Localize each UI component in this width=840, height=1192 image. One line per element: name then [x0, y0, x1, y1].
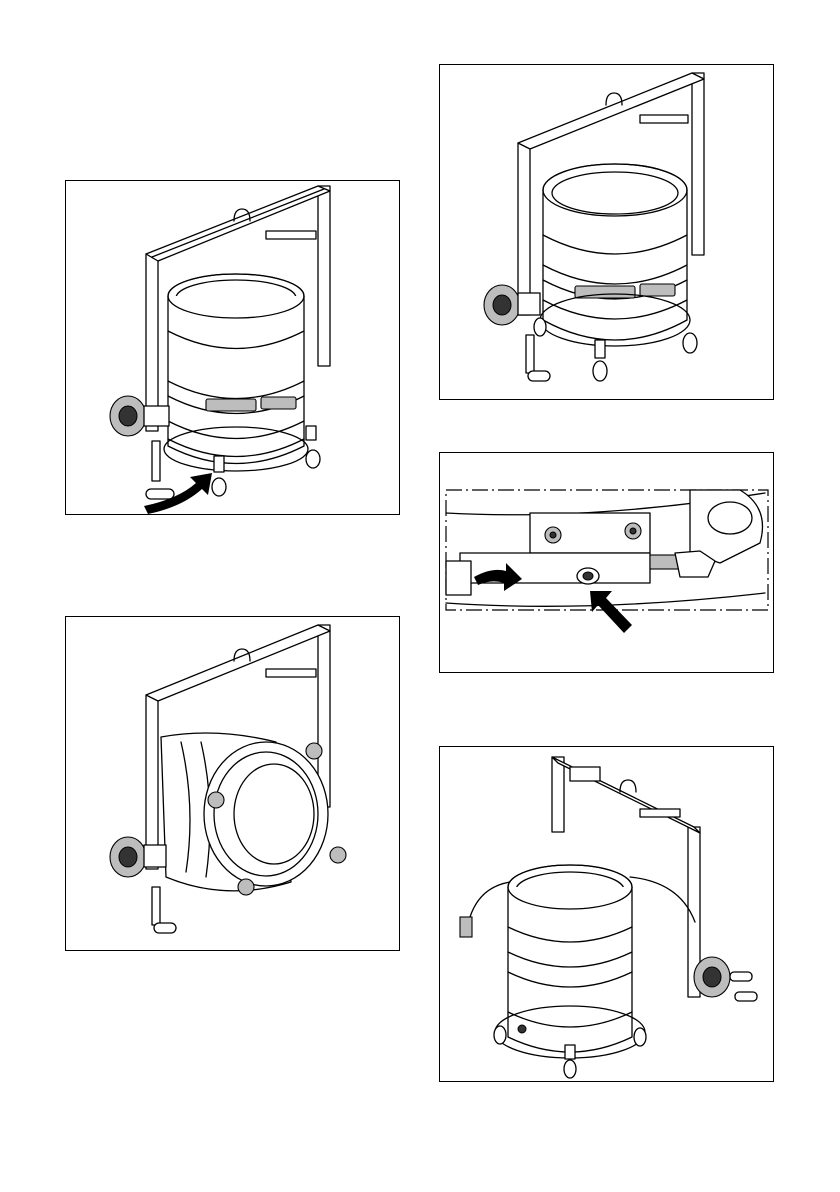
drum-frame-illustration — [440, 65, 774, 400]
figure-tilt-crank — [65, 180, 400, 515]
figure-open-clamp-ring — [439, 746, 774, 1082]
figure-release-latch — [439, 452, 774, 673]
push-arrow-icon — [590, 591, 632, 633]
figure-lowered-drum — [439, 64, 774, 400]
drum-frame-illustration — [66, 617, 400, 951]
gear-hub-icon — [484, 285, 540, 325]
latch-button-icon — [577, 568, 599, 584]
drum-frame-illustration — [66, 181, 400, 515]
figure-tilted-drum — [65, 616, 400, 951]
drum-frame-illustration — [440, 747, 774, 1082]
gear-hub-icon — [694, 957, 730, 997]
gear-hub-icon — [110, 396, 169, 436]
latch-closeup-illustration — [440, 453, 774, 673]
